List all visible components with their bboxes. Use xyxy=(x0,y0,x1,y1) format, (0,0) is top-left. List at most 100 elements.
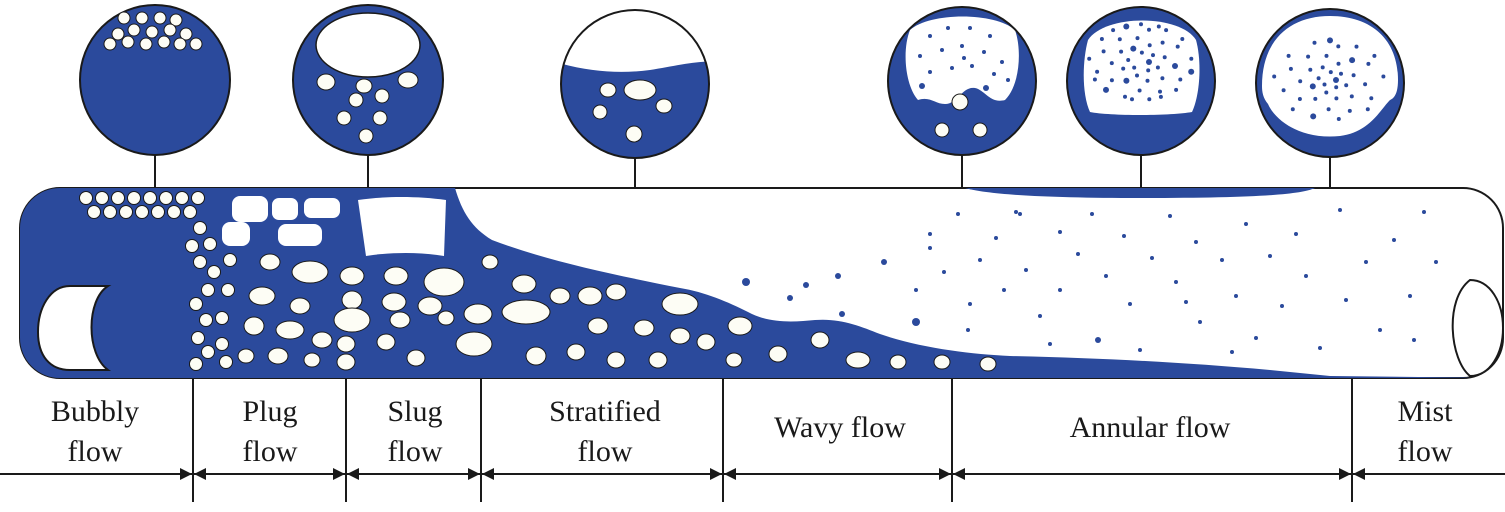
droplet xyxy=(1147,43,1152,48)
bubble xyxy=(727,316,753,336)
bubble xyxy=(103,37,117,51)
bubble xyxy=(127,191,141,205)
droplet xyxy=(1138,348,1142,352)
bubble xyxy=(237,348,255,364)
plug-cross-section-icon xyxy=(292,4,444,156)
bubble xyxy=(243,316,265,336)
plug-gas-pocket xyxy=(222,222,250,246)
droplet xyxy=(988,34,992,38)
bubble xyxy=(183,205,197,219)
bubbly-cross-section-icon xyxy=(79,4,231,156)
bubble xyxy=(219,355,233,369)
bubble xyxy=(623,79,657,101)
droplet xyxy=(1146,59,1152,65)
droplet xyxy=(1175,44,1180,49)
droplet xyxy=(1172,63,1178,69)
droplet xyxy=(1316,76,1321,81)
bubble xyxy=(768,345,788,363)
bubble xyxy=(696,333,716,351)
droplet xyxy=(1234,294,1238,298)
bubble xyxy=(501,299,551,325)
droplet xyxy=(1038,314,1042,318)
droplet xyxy=(1002,288,1006,292)
droplet xyxy=(1095,69,1100,74)
bubble xyxy=(193,221,207,235)
bubble xyxy=(117,11,131,25)
bubble xyxy=(417,296,443,316)
droplet xyxy=(1339,71,1343,76)
droplet xyxy=(968,302,972,306)
regime-label-annular: Annular flow xyxy=(1069,411,1231,444)
droplet xyxy=(1058,230,1062,234)
droplet xyxy=(928,246,932,250)
annular-cross-section-icon xyxy=(1066,6,1216,156)
bubble xyxy=(455,331,493,357)
droplet xyxy=(1313,96,1318,101)
droplet xyxy=(1333,77,1339,83)
droplet xyxy=(1286,53,1291,58)
bubble xyxy=(103,205,117,219)
bubble xyxy=(259,253,281,271)
droplet xyxy=(1155,65,1160,70)
droplet xyxy=(914,288,918,292)
bubble xyxy=(201,345,215,359)
regime-axis xyxy=(0,378,1505,502)
bubble xyxy=(275,320,305,340)
arrow-head xyxy=(1339,468,1351,480)
droplet xyxy=(839,311,845,317)
droplet xyxy=(1318,346,1322,350)
bubble xyxy=(189,357,203,371)
bubble xyxy=(358,128,374,144)
droplet xyxy=(1364,260,1368,264)
droplet xyxy=(1146,68,1151,73)
droplet xyxy=(1334,85,1339,90)
droplet xyxy=(1363,82,1368,87)
bubble xyxy=(383,266,409,286)
droplet xyxy=(1268,254,1272,258)
annular-top-film xyxy=(965,188,1315,198)
droplet xyxy=(940,48,944,52)
bubble xyxy=(153,11,167,25)
droplet xyxy=(928,232,932,236)
bubble xyxy=(127,23,141,37)
bubble xyxy=(972,122,988,138)
droplet xyxy=(1147,97,1152,102)
droplet xyxy=(1137,88,1142,93)
droplet xyxy=(1408,294,1412,298)
bubble xyxy=(348,92,364,108)
bubble xyxy=(437,310,455,326)
regime-label-wavy: Wavy flow xyxy=(774,411,906,444)
bubble xyxy=(248,286,276,306)
droplet xyxy=(1194,240,1198,244)
bubble xyxy=(577,286,603,306)
cross-section-stems xyxy=(154,155,1331,188)
droplet xyxy=(1174,280,1178,284)
bubble xyxy=(163,23,177,37)
droplet xyxy=(918,54,922,58)
arrow-head xyxy=(180,468,192,480)
droplet xyxy=(1198,320,1202,324)
droplet xyxy=(835,273,841,279)
droplet xyxy=(1336,44,1341,49)
droplet xyxy=(1130,97,1134,102)
droplet xyxy=(1290,107,1295,112)
droplet xyxy=(1006,78,1010,82)
plug-gas-pocket xyxy=(278,224,322,246)
bubble xyxy=(215,337,229,351)
slug-gas-pocket xyxy=(358,197,446,256)
droplet xyxy=(928,34,932,38)
droplet xyxy=(1024,268,1028,272)
droplet xyxy=(787,295,793,301)
bubble xyxy=(592,104,608,120)
bubble xyxy=(111,27,125,41)
droplet xyxy=(1349,57,1356,64)
droplet xyxy=(1092,77,1097,82)
droplet xyxy=(1254,336,1258,340)
bubble xyxy=(189,37,203,51)
droplet xyxy=(1334,96,1339,101)
droplet xyxy=(919,83,925,89)
droplet xyxy=(1090,212,1094,216)
bubble xyxy=(336,353,356,371)
droplet xyxy=(912,318,920,326)
droplet xyxy=(1150,256,1154,260)
